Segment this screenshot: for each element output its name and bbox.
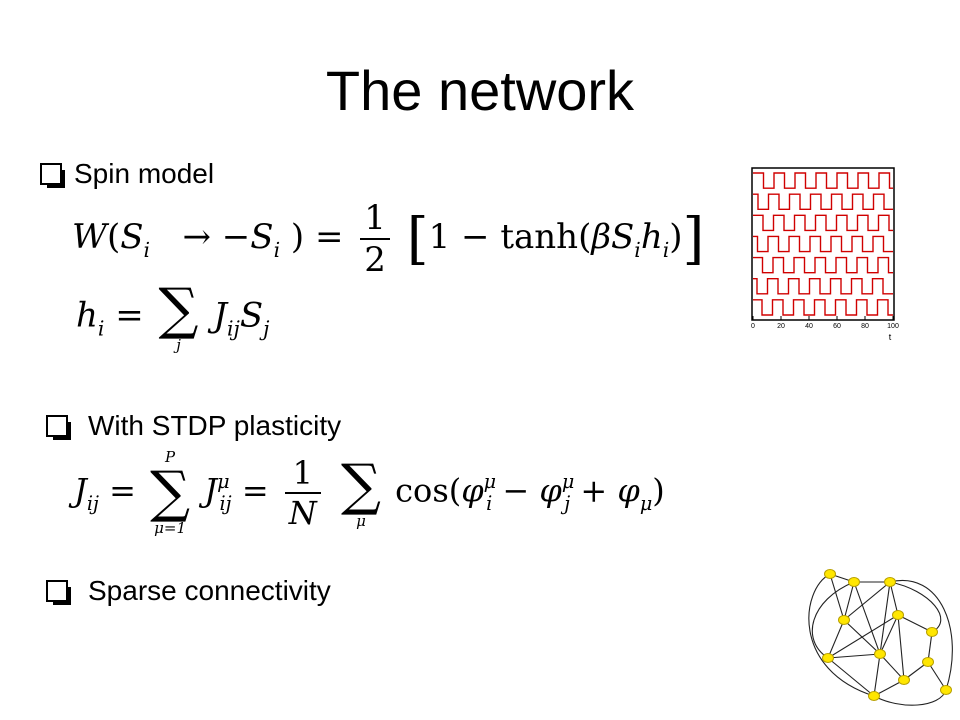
bullet-spin-model: Spin model xyxy=(40,158,214,190)
graph-curved-edge xyxy=(808,573,875,697)
raster-trace xyxy=(753,299,893,316)
spin-raster-plot: 0 20 40 60 80 100 t xyxy=(751,167,899,342)
graph-node xyxy=(898,675,910,685)
graph-edge xyxy=(829,573,845,621)
graph-node xyxy=(926,627,938,637)
graph-edge xyxy=(843,581,855,621)
graph-node xyxy=(874,649,886,659)
graph-edge xyxy=(889,581,899,616)
raster-trace xyxy=(753,256,893,274)
graph-curved-edge xyxy=(873,689,947,706)
graph-edge xyxy=(897,614,933,633)
graph-edge xyxy=(827,614,899,659)
raster-tick-label: 0 xyxy=(751,323,755,330)
graph-node xyxy=(868,691,880,701)
checkbox-bullet-icon xyxy=(40,163,65,188)
raster-tick-label: 60 xyxy=(833,323,841,330)
graph-edge xyxy=(897,614,905,681)
raster-trace xyxy=(753,235,893,253)
bullet-stdp: With STDP plasticity xyxy=(46,410,341,442)
graph-node xyxy=(922,657,934,667)
graph-node xyxy=(892,610,904,620)
graph-edge xyxy=(879,653,905,681)
raster-trace xyxy=(753,214,893,232)
graph-curved-edge xyxy=(889,579,953,691)
graph-curved-edge xyxy=(811,581,855,659)
graph-node xyxy=(940,685,952,695)
graph-edge xyxy=(927,661,947,691)
raster-tick-label: 40 xyxy=(805,323,813,330)
graph-edge xyxy=(927,631,933,663)
graph-edge xyxy=(879,581,891,655)
raster-trace xyxy=(753,172,893,189)
graph-node xyxy=(824,569,836,579)
bullet-sparse: Sparse connectivity xyxy=(46,575,331,607)
bullet-label: With STDP plasticity xyxy=(88,410,342,441)
graph-curved-edge xyxy=(889,581,942,633)
graph-node xyxy=(822,653,834,663)
graph-edge xyxy=(827,619,845,659)
graph-node xyxy=(884,577,896,587)
sparse-network-graph xyxy=(808,569,953,706)
raster-tick-label: 100 xyxy=(887,323,899,330)
checkbox-bullet-icon xyxy=(46,580,71,605)
checkbox-bullet-icon xyxy=(46,415,71,440)
graph-edge xyxy=(879,614,899,655)
bullet-label: Sparse connectivity xyxy=(88,575,331,606)
graph-edge xyxy=(827,657,875,697)
raster-tick-label: 80 xyxy=(861,323,869,330)
raster-trace xyxy=(753,278,893,295)
graph-node xyxy=(848,577,860,587)
bullet-label: Spin model xyxy=(74,158,215,189)
graph-edge xyxy=(853,581,881,655)
equation-h-field: hi = ∑j JijSj xyxy=(76,277,270,354)
graph-node xyxy=(838,615,850,625)
raster-tick-label: 20 xyxy=(777,323,785,330)
raster-x-label: t xyxy=(889,332,892,342)
raster-trace xyxy=(753,193,893,210)
graph-edge xyxy=(843,581,891,621)
slide-title: The network xyxy=(325,59,635,122)
graph-edge xyxy=(873,653,881,697)
graph-edge xyxy=(827,653,881,659)
